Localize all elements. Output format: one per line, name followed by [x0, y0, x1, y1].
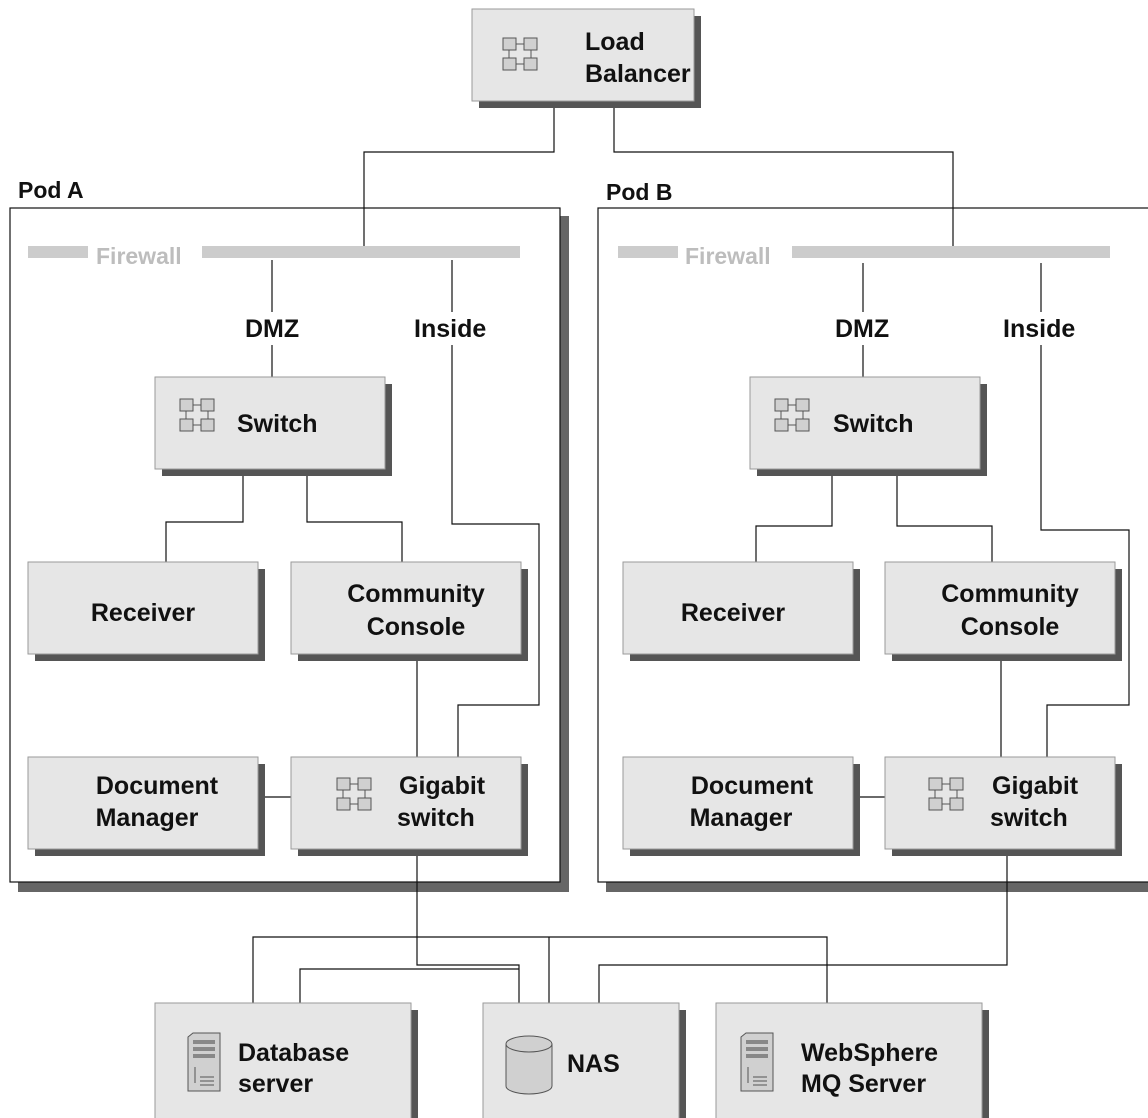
pod-b-title: Pod B [606, 179, 672, 205]
pod-a-dmz-label: DMZ [245, 315, 299, 343]
websphere-mq-line1: WebSphere [801, 1039, 938, 1067]
pod-b-document-manager-node: Document Manager [622, 756, 860, 856]
pod-a-receiver-label: Receiver [91, 599, 196, 627]
pod-b-gigabit-switch-line2: switch [990, 804, 1068, 832]
pod-a-title: Pod A [18, 177, 84, 203]
pod-a-community-console-line2: Console [367, 613, 466, 641]
pod-b-document-manager-line2: Manager [690, 804, 793, 832]
pod-b-community-console-line2: Console [961, 613, 1060, 641]
pod-b-receiver-node: Receiver [622, 561, 860, 661]
load-balancer-label-line2: Balancer [585, 60, 691, 88]
pod-a-gigabit-switch-line2: switch [397, 804, 475, 832]
pod-b-switch-label: Switch [833, 410, 914, 438]
pod-a-document-manager-node: Document Manager [27, 756, 265, 856]
storage-cylinder-icon [505, 1035, 553, 1095]
pod-b-firewall: Firewall [618, 243, 1110, 269]
pod-a-gigabit-switch-line1: Gigabit [399, 772, 486, 800]
load-balancer-node: Load Balancer [471, 8, 701, 108]
pod-b-inside-label: Inside [1003, 315, 1075, 343]
server-tower-icon [187, 1032, 221, 1092]
pod-a-community-console-node: Community Console [290, 561, 528, 661]
pod-a-switch-label: Switch [237, 410, 318, 438]
pod-a-firewall-label: Firewall [96, 243, 182, 269]
pod-a-gigabit-switch-node: Gigabit switch [290, 756, 528, 856]
nas-label: NAS [567, 1050, 620, 1078]
database-server-line1: Database [238, 1039, 349, 1067]
pod-b-community-console-node: Community Console [884, 561, 1122, 661]
pod-a-document-manager-line1: Document [96, 772, 219, 800]
pod-b-switch-node: Switch [749, 376, 987, 476]
pod-a-document-manager-line2: Manager [96, 804, 199, 832]
pod-b-dmz-label: DMZ [835, 315, 889, 343]
websphere-mq-server-node: WebSphere MQ Server [715, 1002, 989, 1118]
connections [165, 101, 1130, 1003]
pod-b-gigabit-switch-node: Gigabit switch [884, 756, 1122, 856]
pod-a-receiver-node: Receiver [27, 561, 265, 661]
pod-a-community-console-line1: Community [347, 580, 485, 608]
pod-a-switch-node: Switch [154, 376, 392, 476]
database-server-node: Database server [154, 1002, 418, 1118]
pod-b-gigabit-switch-line1: Gigabit [992, 772, 1079, 800]
pod-a-inside-label: Inside [414, 315, 486, 343]
pod-b-firewall-label: Firewall [685, 243, 771, 269]
server-tower-icon [740, 1032, 774, 1092]
pod-b-community-console-line1: Community [941, 580, 1079, 608]
pod-b-receiver-label: Receiver [681, 599, 786, 627]
nas-node: NAS [482, 1002, 686, 1118]
websphere-mq-line2: MQ Server [801, 1070, 926, 1098]
pod-a-firewall: Firewall [28, 243, 520, 269]
load-balancer-label-line1: Load [585, 28, 645, 56]
database-server-line2: server [238, 1070, 313, 1098]
pod-b-document-manager-line1: Document [691, 772, 814, 800]
